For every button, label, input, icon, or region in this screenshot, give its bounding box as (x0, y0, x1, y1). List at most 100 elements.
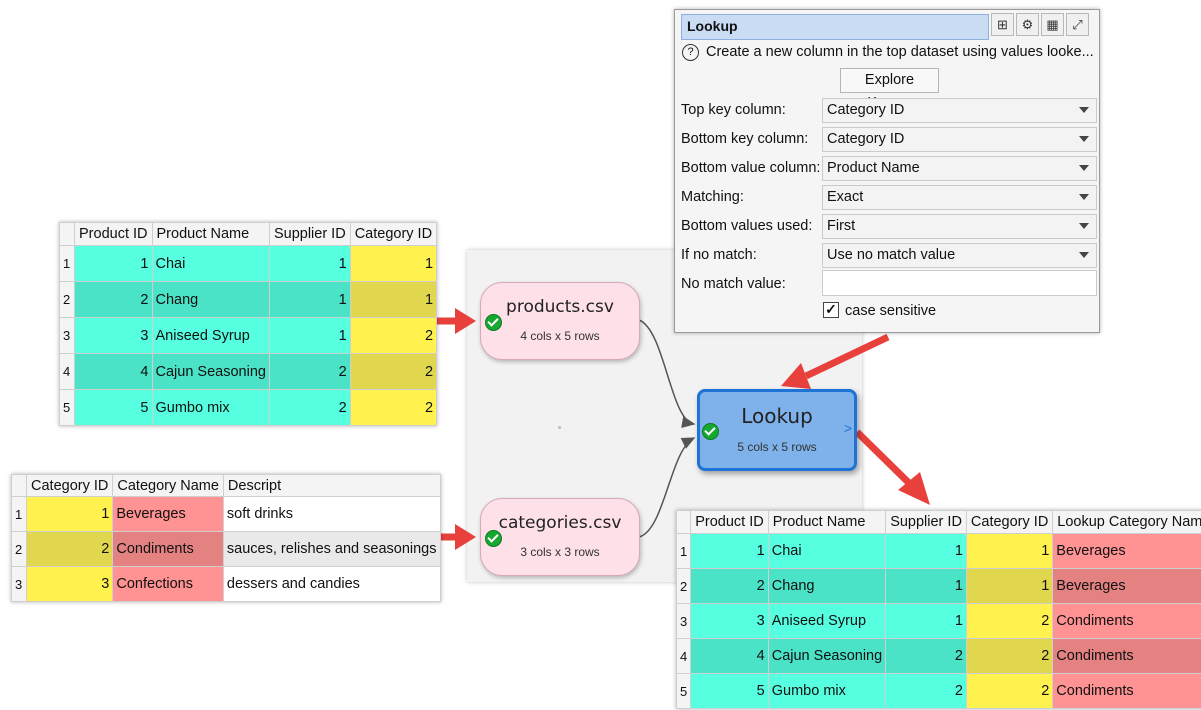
table-cell[interactable]: sauces, relishes and seasonings (222, 531, 441, 567)
data-structure-icon[interactable]: ⊞ (991, 13, 1014, 36)
maximize-icon[interactable]: ⤢ (1066, 13, 1089, 36)
column-header[interactable]: Supplier ID (885, 510, 967, 534)
table-cell[interactable]: 5 (74, 389, 153, 426)
table-cell[interactable]: 2 (885, 638, 967, 674)
column-header[interactable]: Product ID (690, 510, 769, 534)
table-cell[interactable]: 1 (268, 281, 351, 318)
panel-title-bar: Lookup (681, 14, 989, 40)
table-cell[interactable]: soft drinks (222, 496, 441, 532)
table-cell[interactable]: 4 (74, 353, 153, 390)
table-row: 1 1 Chai 1 1 (59, 245, 438, 282)
row-number-header (675, 510, 692, 534)
table-cell[interactable]: 2 (885, 673, 967, 709)
table-cell[interactable]: Cajun Seasoning (767, 638, 887, 674)
table-icon[interactable]: ▦ (1041, 13, 1064, 36)
table-cell[interactable]: Confections (112, 566, 224, 602)
table-cell[interactable]: Condiments (1052, 603, 1201, 639)
table-cell[interactable]: 1 (268, 317, 351, 354)
table-cell[interactable]: dessers and candies (222, 566, 441, 602)
table-row: 2 2 Chang 1 1 (59, 281, 438, 318)
table-cell[interactable]: Condiments (1052, 638, 1201, 674)
success-check-icon (702, 423, 719, 440)
table-cell[interactable]: 2 (690, 568, 769, 604)
row-number: 1 (675, 533, 692, 569)
table-cell[interactable]: 1 (885, 533, 967, 569)
no-match-value-input[interactable] (822, 270, 1097, 296)
table-cell[interactable]: Condiments (112, 531, 224, 567)
column-header[interactable]: Category ID (965, 510, 1054, 534)
bottom-key-label: Bottom key column: (681, 131, 809, 147)
column-header[interactable]: Lookup Category Name (1052, 510, 1201, 534)
table-row: 5 5 Gumbo mix 2 2 Condiments (675, 673, 1201, 709)
table-cell[interactable]: 1 (965, 568, 1054, 604)
table-cell[interactable]: 1 (885, 603, 967, 639)
table-cell[interactable]: Aniseed Syrup (151, 317, 270, 354)
table-cell[interactable]: 3 (690, 603, 769, 639)
table-cell[interactable]: 1 (965, 533, 1054, 569)
table-cell[interactable]: 4 (690, 638, 769, 674)
bottom-value-select[interactable]: Product Name (822, 156, 1097, 181)
help-icon[interactable]: ? (682, 44, 699, 61)
table-cell[interactable]: Chang (767, 568, 887, 604)
column-header[interactable]: Category ID (349, 222, 438, 246)
lookup-node[interactable]: Lookup 5 cols x 5 rows > (697, 389, 857, 471)
table-cell[interactable]: 2 (268, 353, 351, 390)
table-cell[interactable]: 3 (25, 566, 114, 602)
table-cell[interactable]: 2 (349, 353, 438, 390)
table-cell[interactable]: Beverages (1052, 568, 1201, 604)
table-cell[interactable]: 1 (690, 533, 769, 569)
table-cell[interactable]: 1 (74, 245, 153, 282)
table-cell[interactable]: Chang (151, 281, 270, 318)
table-cell[interactable]: 1 (349, 281, 438, 318)
table-cell[interactable]: 1 (349, 245, 438, 282)
column-header[interactable]: Product Name (767, 510, 887, 534)
case-sensitive-checkbox[interactable]: ✓ (823, 302, 839, 318)
table-cell[interactable]: Gumbo mix (767, 673, 887, 709)
table-cell[interactable]: Gumbo mix (151, 389, 270, 426)
table-cell[interactable]: Beverages (112, 496, 224, 532)
table-cell[interactable]: 1 (268, 245, 351, 282)
row-number: 1 (59, 245, 75, 282)
explore-keys-button[interactable]: Explore Keys... (840, 68, 939, 111)
table-cell[interactable]: 3 (74, 317, 153, 354)
table-cell[interactable]: 2 (349, 317, 438, 354)
table-cell[interactable]: 1 (25, 496, 114, 532)
table-cell[interactable]: 1 (885, 568, 967, 604)
table-cell[interactable]: Cajun Seasoning (151, 353, 270, 390)
table-cell[interactable]: 2 (25, 531, 114, 567)
categories-table: Category ID Category Name Descript 1 1 B… (11, 474, 441, 602)
table-cell[interactable]: Beverages (1052, 533, 1201, 569)
column-header[interactable]: Product Name (151, 222, 270, 246)
select-value: First (827, 218, 856, 234)
table-cell[interactable]: Chai (767, 533, 887, 569)
connector-products-lookup (638, 319, 696, 428)
no-match-value-label: No match value: (681, 276, 786, 292)
table-cell[interactable]: Aniseed Syrup (767, 603, 887, 639)
matching-select[interactable]: Exact (822, 185, 1097, 210)
table-row: 1 1 Chai 1 1 Beverages (675, 533, 1201, 569)
select-value: Exact (827, 189, 864, 205)
table-cell[interactable]: Chai (151, 245, 270, 282)
table-cell[interactable]: 2 (268, 389, 351, 426)
column-header[interactable]: Category Name (112, 474, 224, 497)
column-header[interactable]: Descript (222, 474, 441, 497)
table-cell[interactable]: 2 (965, 603, 1054, 639)
if-no-match-select[interactable]: Use no match value (822, 243, 1097, 268)
table-cell[interactable]: 5 (690, 673, 769, 709)
top-key-select[interactable]: Category ID (822, 98, 1097, 123)
categories-node[interactable]: categories.csv 3 cols x 3 rows (480, 498, 640, 576)
bottom-values-used-select[interactable]: First (822, 214, 1097, 239)
lookup-settings-panel: Lookup ⊞ ⚙ ▦ ⤢ ? Create a new column in … (674, 9, 1100, 333)
bottom-key-select[interactable]: Category ID (822, 127, 1097, 152)
table-cell[interactable]: 2 (74, 281, 153, 318)
column-header[interactable]: Product ID (74, 222, 153, 246)
column-header[interactable]: Category ID (25, 474, 114, 497)
table-cell[interactable]: 2 (965, 673, 1054, 709)
column-header[interactable]: Supplier ID (268, 222, 351, 246)
output-port-icon[interactable]: > (843, 420, 852, 436)
products-node[interactable]: products.csv 4 cols x 5 rows (480, 282, 640, 360)
table-cell[interactable]: 2 (965, 638, 1054, 674)
gear-icon[interactable]: ⚙ (1016, 13, 1039, 36)
table-cell[interactable]: Condiments (1052, 673, 1201, 709)
table-cell[interactable]: 2 (349, 389, 438, 426)
